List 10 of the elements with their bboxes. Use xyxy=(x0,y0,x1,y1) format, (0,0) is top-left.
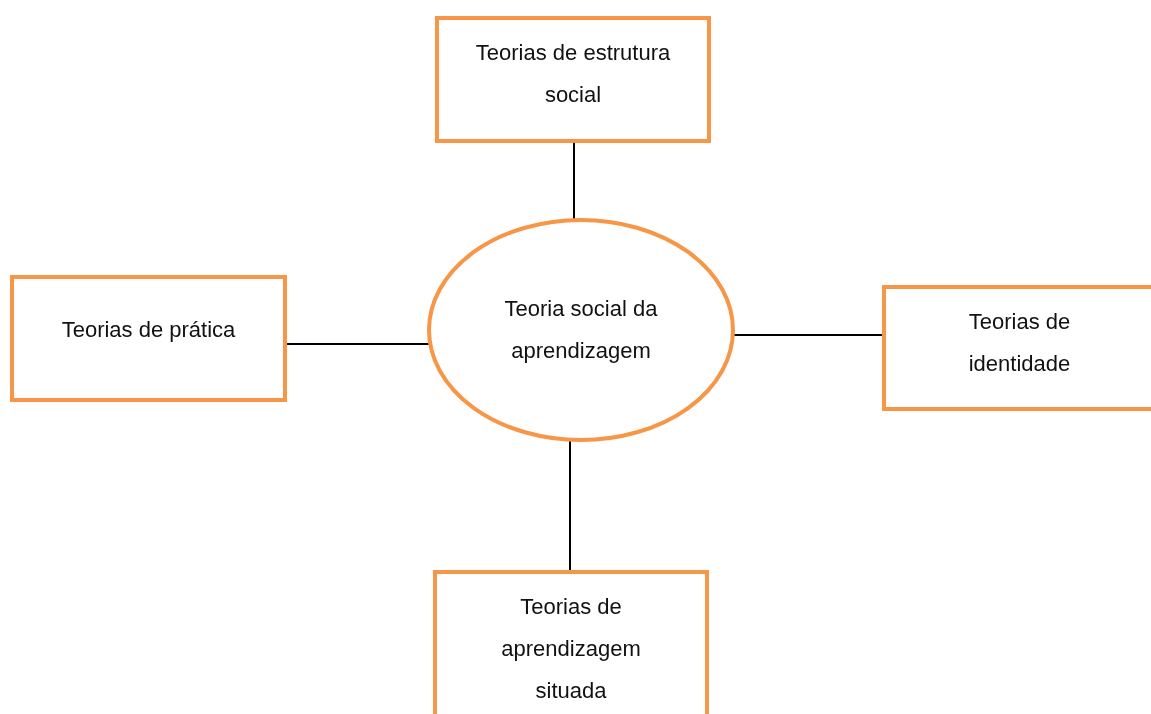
node-text: Teorias de prática xyxy=(60,316,237,344)
concept-box xyxy=(433,570,709,714)
concept-ellipse xyxy=(427,218,735,442)
concept-box xyxy=(10,275,287,402)
node-text: Teorias de aprendizagem situada xyxy=(500,593,642,705)
node-text: Teorias de estrutura social xyxy=(474,39,672,109)
concept-box xyxy=(882,285,1151,411)
concept-box xyxy=(435,16,711,143)
node-text: Teorias de identidade xyxy=(967,308,1072,378)
node-text: Teoria social da aprendizagem xyxy=(503,295,659,365)
